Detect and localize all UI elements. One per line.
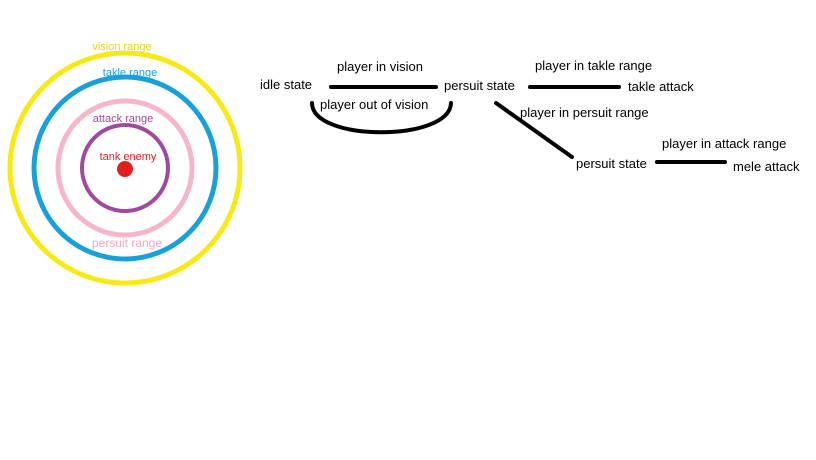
- range-rings: [7, 50, 243, 286]
- tank-enemy-label: tank enemy: [100, 151, 157, 163]
- player-in-takle-range-label: player in takle range: [535, 58, 652, 73]
- persuit-to-idle-loop: [310, 101, 453, 135]
- mele-attack-state: mele attack: [733, 159, 800, 174]
- persuit-state-1: persuit state: [444, 78, 515, 93]
- takle-attack-state: takle attack: [628, 79, 694, 94]
- takle-range-ring: [31, 74, 219, 262]
- vision-range-ring: [7, 50, 243, 286]
- idle-state: idle state: [260, 77, 312, 92]
- persuit-range-label: persuit range: [92, 236, 162, 250]
- persuit-range-ring: [55, 98, 195, 238]
- player-out-of-vision-label: player out of vision: [320, 97, 428, 112]
- attack-range-ring: [80, 123, 170, 213]
- attack-range-label: attack range: [93, 113, 154, 125]
- tank-enemy-dot: [117, 161, 133, 177]
- player-in-vision-label: player in vision: [337, 59, 423, 74]
- player-in-attack-range-label: player in attack range: [662, 136, 786, 151]
- persuit-to-persuit-line: [494, 101, 574, 159]
- player-in-persuit-range-label: player in persuit range: [520, 105, 649, 120]
- persuit-state-2: persuit state: [576, 156, 647, 171]
- takle-range-label: takle range: [103, 67, 157, 79]
- vision-range-label: vision range: [92, 41, 151, 53]
- transition-lines: [310, 85, 727, 164]
